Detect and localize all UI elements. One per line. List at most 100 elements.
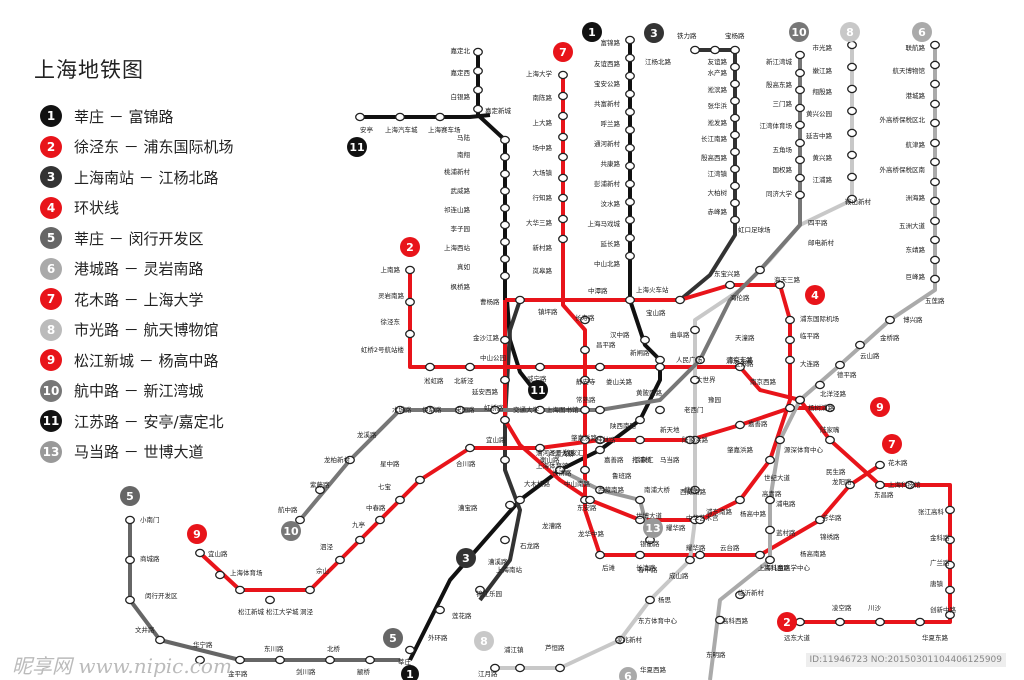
- station-label: 东川路: [264, 644, 284, 653]
- station-label: 水城路: [392, 405, 412, 414]
- station-label: 大华三路: [526, 218, 553, 227]
- station-l3: [710, 45, 720, 55]
- line-badge: [401, 665, 419, 680]
- station-l3: [500, 335, 510, 345]
- station-l2: [835, 617, 845, 627]
- station-label: 嫩江路: [813, 66, 833, 75]
- station-label: 北桥: [327, 644, 341, 653]
- station-label: 汶水路: [601, 199, 621, 208]
- station-label: 外高桥保税区南: [880, 165, 926, 174]
- station-label: 曲阜路: [670, 330, 690, 339]
- line-badge-number: 6: [624, 670, 632, 680]
- station-label: 虹桥路: [484, 403, 504, 412]
- station-label: 云台路: [720, 543, 740, 552]
- station-label: 黄陂南路: [636, 388, 663, 397]
- station-l3: [505, 500, 515, 510]
- station-l9: [215, 570, 225, 580]
- station-l1: [640, 335, 650, 345]
- station-label: 宜山路: [486, 435, 506, 444]
- station-label: 上海火车站: [636, 285, 669, 294]
- station-l8: [847, 172, 857, 182]
- station-labels: 嘉定北嘉定西白银路嘉定新城马陆南翔桃浦新村武威路祁连山路李子园上海西站真如枫桥路…: [135, 31, 957, 678]
- station-l1: [625, 89, 635, 99]
- station-label: 外高桥保税区北: [880, 115, 926, 124]
- station-label: 松江新城: [238, 607, 265, 616]
- line-badge: [187, 524, 207, 544]
- station-label: 耀华路: [686, 543, 706, 552]
- station-l8: [847, 194, 857, 204]
- line-badge-number: 8: [846, 26, 854, 39]
- station-label: 塘桥: [684, 485, 698, 494]
- station-label: 徐泾东: [381, 317, 401, 326]
- station-label: 富锦路: [601, 38, 621, 47]
- station-l3: [500, 375, 510, 385]
- station-label: 殷高东路: [766, 80, 793, 89]
- station-l3: [730, 147, 740, 157]
- station-l3: [730, 62, 740, 72]
- station-l1: [625, 125, 635, 135]
- station-label: 彭浦新村: [594, 179, 621, 188]
- station-label: 上海南站: [496, 565, 523, 574]
- station-l9: [535, 443, 545, 453]
- line-badge: [805, 285, 825, 305]
- station-label: 陕西南路: [610, 421, 637, 430]
- station-label: 三门路: [773, 99, 793, 108]
- station-l2: [655, 362, 665, 372]
- station-l6: [715, 615, 725, 625]
- station-label: 同济大学: [766, 189, 793, 198]
- station-label: 大场镇: [533, 168, 553, 177]
- station-l2: [875, 480, 885, 490]
- station-l13: [595, 485, 605, 495]
- station-label: 洞泾: [300, 607, 314, 616]
- station-l10: [795, 120, 805, 130]
- station-l2: [535, 362, 545, 372]
- station-label: 华夏东路: [922, 633, 949, 642]
- station-label: 临平路: [800, 331, 820, 340]
- station-label: 上南路: [381, 265, 401, 274]
- station-l8: [645, 595, 655, 605]
- line-badge-number: 4: [811, 289, 819, 302]
- station-label: 石龙路: [520, 541, 540, 550]
- station-label: 港城路: [906, 91, 926, 100]
- station-l3: [500, 415, 510, 425]
- station-label: 龙漕路: [542, 521, 562, 530]
- station-label: 张江高科: [918, 507, 945, 516]
- station-l7: [580, 435, 590, 445]
- station-l10: [795, 103, 805, 113]
- station-label: 江浦路: [813, 175, 833, 184]
- station-l4: [785, 315, 795, 325]
- station-l6: [930, 79, 940, 89]
- station-label: 肇嘉浜路: [571, 433, 598, 442]
- station-label: 东靖路: [906, 245, 926, 254]
- station-label: 张华浜: [708, 101, 728, 110]
- station-l6: [930, 60, 940, 70]
- station-label: 江湾体育场: [760, 121, 793, 130]
- station-l9: [355, 535, 365, 545]
- station-label: 海伦路: [730, 293, 750, 302]
- station-label: 耀华路: [666, 523, 686, 532]
- station-l10: [655, 405, 665, 415]
- station-label: 威宁路: [527, 374, 547, 383]
- station-l10: [795, 85, 805, 95]
- station-l2: [425, 362, 435, 372]
- station-label: 五角场: [773, 145, 793, 154]
- station-l11: [473, 66, 483, 76]
- station-l1: [625, 71, 635, 81]
- station-l11: [500, 169, 510, 179]
- station-l8: [685, 555, 695, 565]
- station-label: 真如: [457, 262, 470, 271]
- line-badge-number: 2: [783, 616, 791, 629]
- station-l2: [795, 395, 805, 405]
- line-badge: 11: [40, 410, 62, 432]
- station-label: 金桥路: [880, 333, 900, 342]
- station-l8: [847, 128, 857, 138]
- station-label: 徐家汇: [634, 455, 654, 464]
- station-label: 桂林路: [596, 435, 616, 444]
- legend-text: 莘庄 － 富锦路: [74, 107, 174, 126]
- station-label: 大木桥路: [524, 479, 551, 488]
- station-label: 上海马戏城: [588, 219, 621, 228]
- station-label: 北新泾: [454, 376, 474, 385]
